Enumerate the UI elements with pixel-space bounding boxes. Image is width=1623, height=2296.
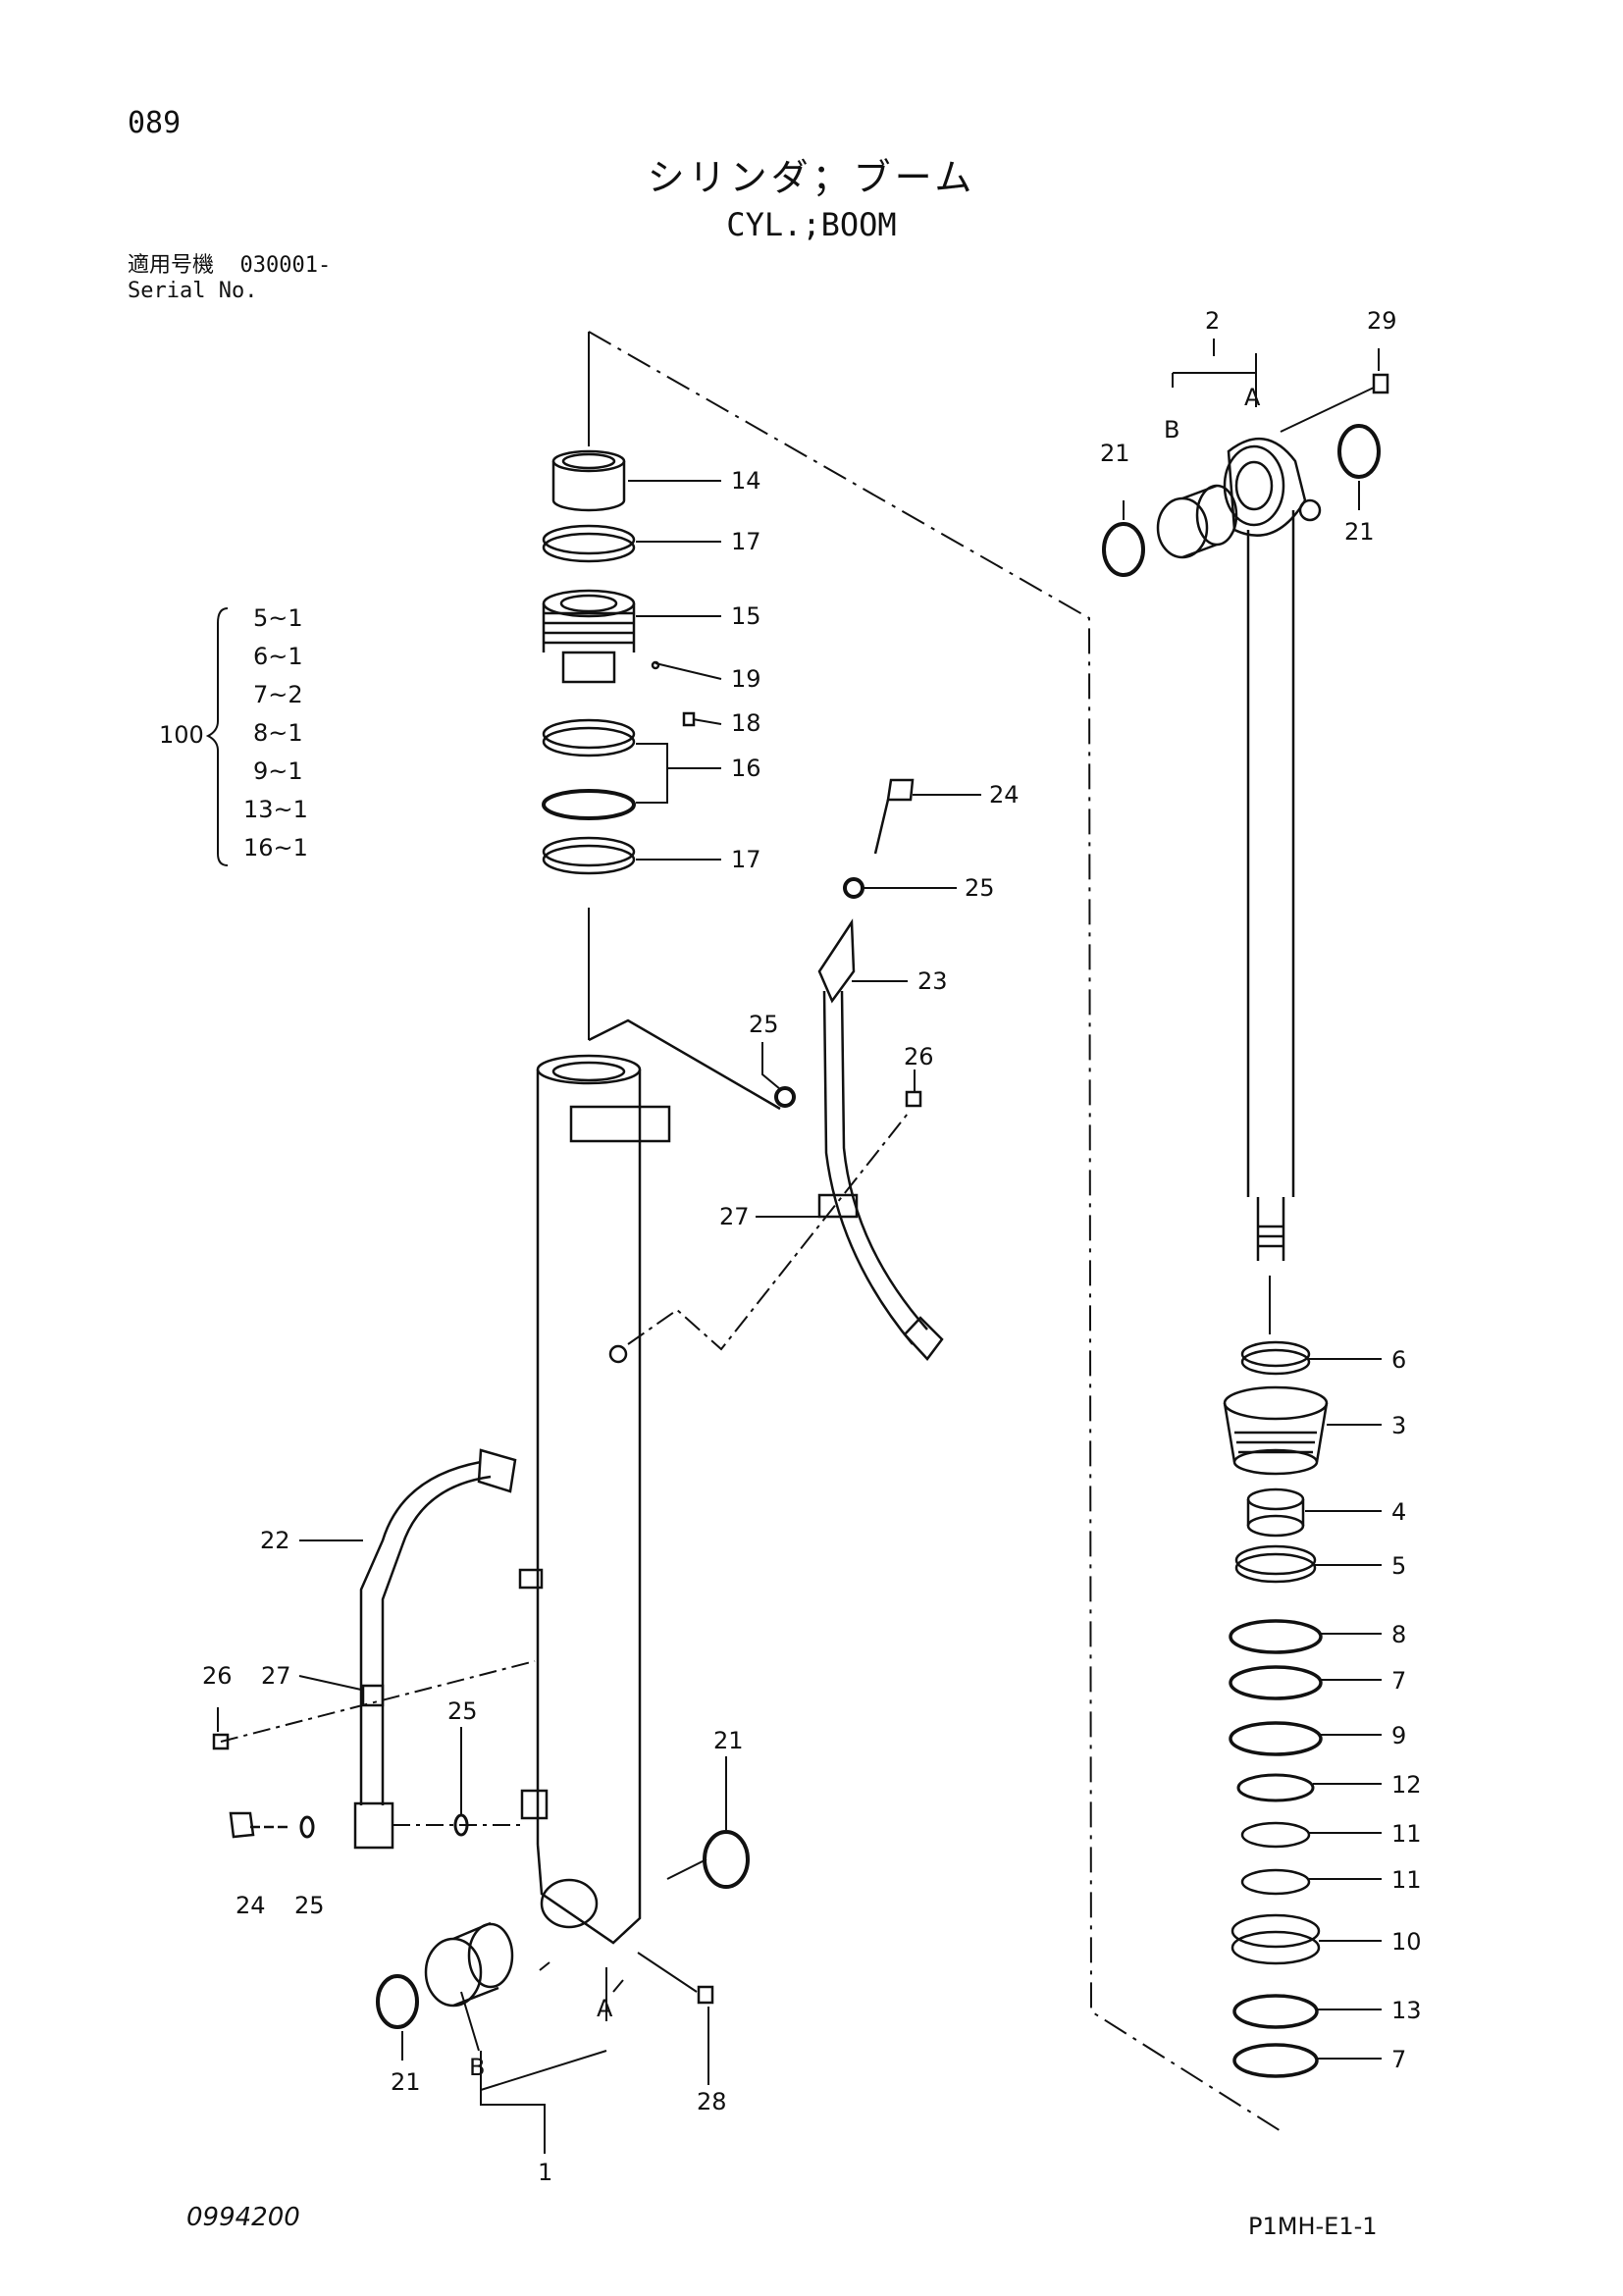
callout-26-lower: 26 bbox=[202, 1662, 233, 1690]
callout-21-lower-left: 21 bbox=[391, 2068, 421, 2096]
callout-13: 13 bbox=[1391, 1997, 1422, 2024]
piston-rod-shape bbox=[1223, 373, 1389, 1261]
callout-17-upper: 17 bbox=[731, 528, 761, 555]
ring-17-upper-shape bbox=[542, 524, 636, 563]
callout-1: 1 bbox=[538, 2159, 552, 2186]
serial-value: 030001- bbox=[239, 253, 332, 278]
callout-7-upper: 7 bbox=[1391, 1667, 1406, 1695]
figure-code: P1MH-E1-1 bbox=[1248, 2213, 1378, 2240]
callout-25-upper: 25 bbox=[965, 874, 995, 902]
callout-23: 23 bbox=[917, 967, 948, 995]
kit-item-7: 16~1 bbox=[243, 834, 308, 861]
callout-14: 14 bbox=[731, 467, 761, 495]
callout-7-lower: 7 bbox=[1391, 2046, 1406, 2073]
callout-24-lower: 24 bbox=[236, 1892, 266, 1919]
callout-17-lower: 17 bbox=[731, 846, 761, 873]
kit-item-3: 7~2 bbox=[253, 681, 303, 708]
callout-16: 16 bbox=[731, 755, 761, 782]
callout-18: 18 bbox=[731, 709, 761, 737]
kit-item-4: 8~1 bbox=[253, 719, 303, 747]
kit-item-6: 13~1 bbox=[243, 796, 308, 823]
callout-25-lower-mid: 25 bbox=[447, 1697, 478, 1725]
bushing-b-lower-shape bbox=[376, 1921, 514, 2029]
callout-b-lower: B bbox=[469, 2054, 485, 2081]
callout-24-upper: 24 bbox=[989, 781, 1020, 809]
kit-item-1: 5~1 bbox=[253, 604, 303, 632]
callout-10: 10 bbox=[1391, 1928, 1422, 1956]
head-15-shape bbox=[542, 589, 636, 684]
page-number: 089 bbox=[128, 106, 182, 140]
kit-number: 100 bbox=[159, 721, 204, 749]
ring-17-lower-shape bbox=[542, 836, 636, 875]
pipe-22-shape bbox=[212, 1448, 536, 1850]
bushing-b-upper-shape bbox=[1102, 424, 1381, 577]
callout-27-lower: 27 bbox=[261, 1662, 291, 1690]
callout-4: 4 bbox=[1391, 1498, 1406, 1526]
leader-lines bbox=[205, 339, 1382, 2154]
bushing-14-shape bbox=[551, 449, 626, 512]
assembly-dash-frame bbox=[588, 331, 1286, 2135]
callout-8: 8 bbox=[1391, 1621, 1406, 1648]
callout-a-lower: A bbox=[597, 1995, 613, 2022]
cylinder-tube-shape bbox=[518, 1054, 671, 1945]
callout-12: 12 bbox=[1391, 1771, 1422, 1799]
kit-item-5: 9~1 bbox=[253, 757, 303, 785]
callout-19: 19 bbox=[731, 665, 761, 693]
document-code: 0994200 bbox=[186, 2203, 300, 2232]
callout-27-upper: 27 bbox=[719, 1203, 750, 1230]
serial-label-jp: 適用号機 bbox=[128, 253, 215, 278]
callout-3: 3 bbox=[1391, 1412, 1406, 1439]
callout-6: 6 bbox=[1391, 1346, 1406, 1374]
title-english: CYL.;BOOM bbox=[726, 206, 897, 243]
serial-label-en: Serial No. bbox=[128, 279, 258, 303]
callout-11-lower: 11 bbox=[1391, 1866, 1422, 1894]
callout-28: 28 bbox=[697, 2088, 727, 2115]
callout-15: 15 bbox=[731, 602, 761, 630]
serial-block: 適用号機 030001- Serial No. bbox=[128, 253, 331, 304]
callout-21-upper-left: 21 bbox=[1100, 440, 1130, 467]
callout-11-upper: 11 bbox=[1391, 1820, 1422, 1848]
callout-21-upper-right: 21 bbox=[1344, 518, 1375, 546]
callout-29: 29 bbox=[1367, 307, 1397, 335]
callout-5: 5 bbox=[1391, 1552, 1406, 1580]
callout-26-upper: 26 bbox=[904, 1043, 934, 1070]
callout-9: 9 bbox=[1391, 1722, 1406, 1749]
pipe-23-shape bbox=[588, 778, 944, 1361]
title-japanese: シリンダ；ブーム bbox=[647, 156, 976, 199]
seal-16-shape bbox=[542, 718, 636, 820]
callout-2: 2 bbox=[1205, 307, 1220, 335]
callout-21-lower-right: 21 bbox=[713, 1727, 744, 1754]
rod-seal-stack-shape bbox=[1223, 1340, 1329, 2078]
kit-item-2: 6~1 bbox=[253, 643, 303, 670]
callout-a-upper: A bbox=[1244, 384, 1261, 411]
callout-labels: 14 17 15 19 18 16 17 24 25 23 25 26 27 2… bbox=[159, 307, 1422, 2186]
seal-21-lower-right-shape bbox=[703, 1830, 750, 1889]
callout-25-lower-left: 25 bbox=[294, 1892, 325, 1919]
callout-22: 22 bbox=[260, 1527, 290, 1554]
callout-b-upper: B bbox=[1164, 416, 1179, 444]
callout-25-mid: 25 bbox=[749, 1011, 779, 1038]
